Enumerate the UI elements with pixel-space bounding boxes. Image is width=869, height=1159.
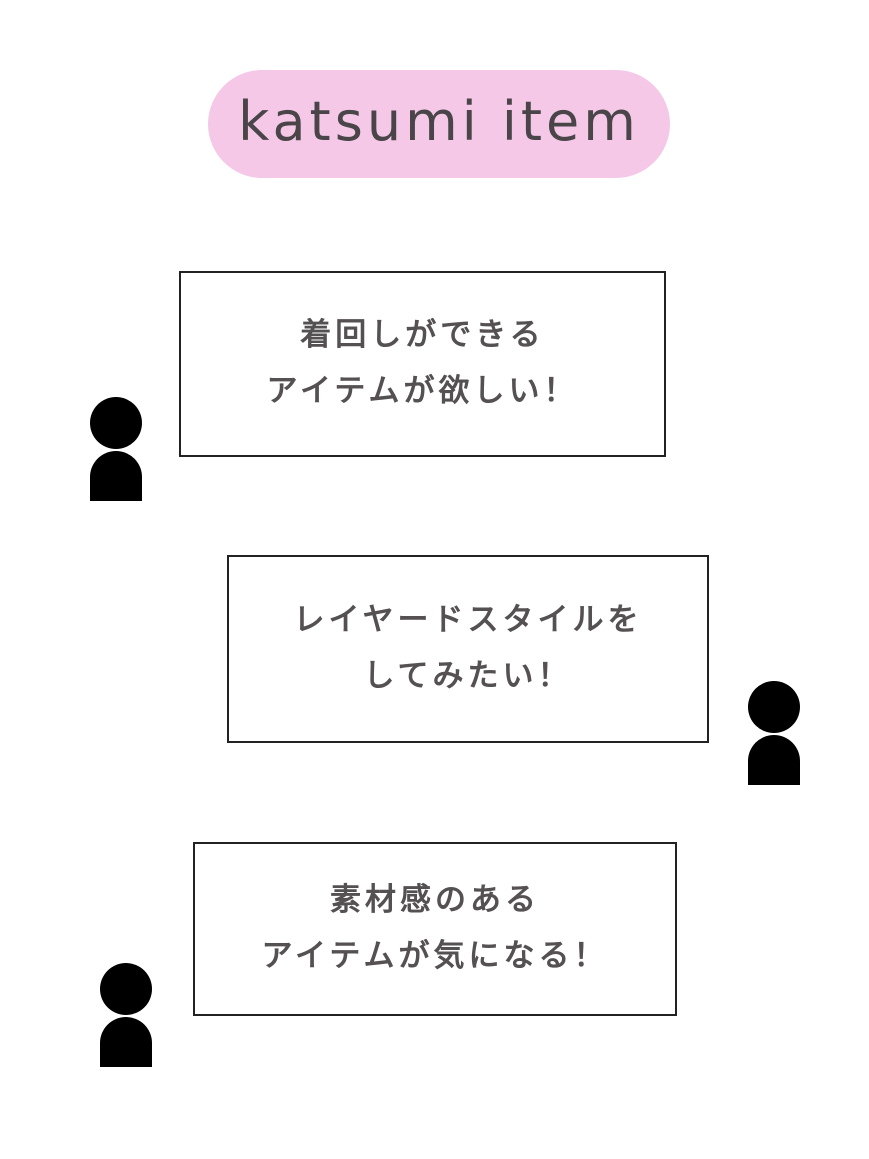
speech-box-2-line-1: レイヤードスタイルを xyxy=(293,602,643,639)
title-pill: katsumi item xyxy=(208,70,670,178)
person-icon xyxy=(746,681,802,785)
speech-box-1-line-2: アイテムが欲しい！ xyxy=(266,373,579,409)
speech-box-3: 素材感のある アイテムが気になる！ xyxy=(193,842,677,1016)
person-icon xyxy=(98,963,154,1067)
speech-box-3-line-2: アイテムが気になる！ xyxy=(261,938,609,974)
speech-box-1: 着回しができる アイテムが欲しい！ xyxy=(179,271,666,457)
speech-box-2-line-2: してみたい！ xyxy=(363,658,573,694)
speech-box-3-line-1: 素材感のある xyxy=(330,882,540,919)
page-title: katsumi item xyxy=(238,90,640,153)
speech-box-2: レイヤードスタイルを してみたい！ xyxy=(227,555,709,743)
speech-box-1-line-1: 着回しができる xyxy=(300,317,545,354)
person-icon xyxy=(88,397,144,501)
